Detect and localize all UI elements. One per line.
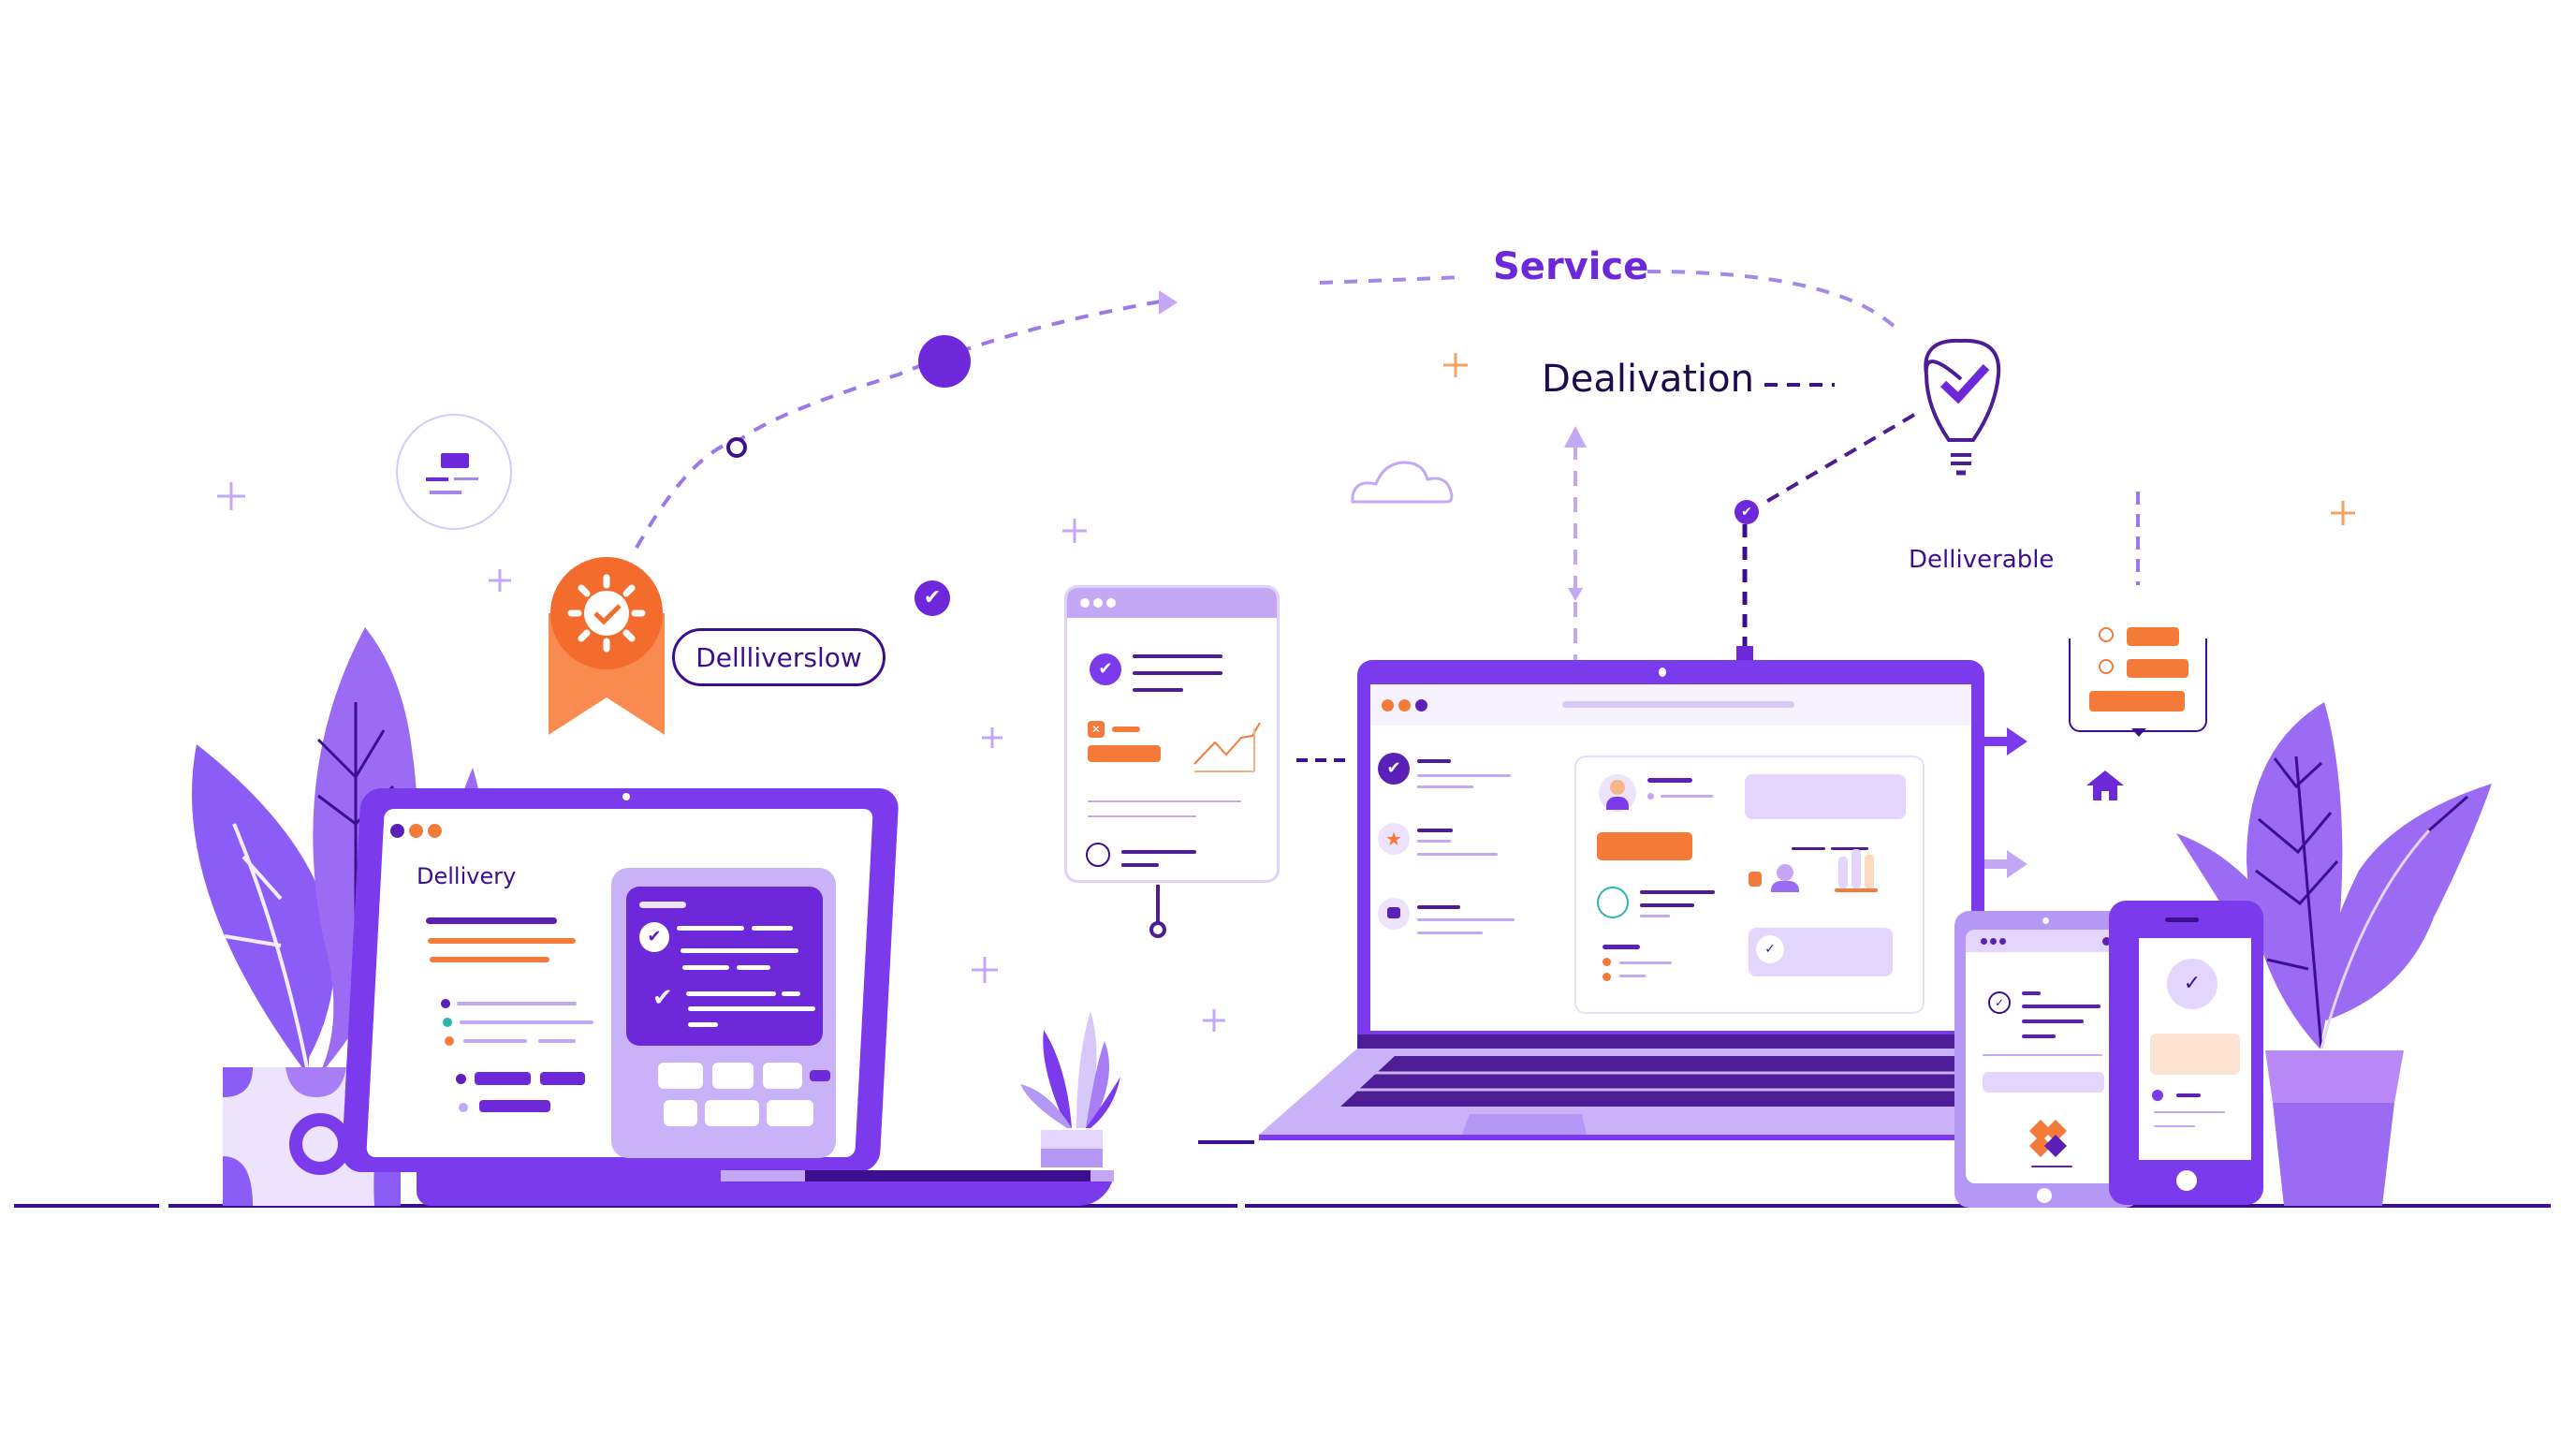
avatar[interactable] (1599, 774, 1636, 812)
sun-check-award-icon (549, 557, 665, 735)
panel-button[interactable] (767, 1100, 813, 1126)
check-icon: ✔ (652, 984, 673, 1012)
home-icon (2086, 770, 2124, 808)
service-label: Service (1493, 245, 1649, 288)
panel-button[interactable] (664, 1100, 697, 1126)
notes-circle-icon (396, 414, 512, 530)
diamonds-logo (2029, 1120, 2067, 1157)
floating-window: ✔ ✕ (1064, 585, 1280, 883)
cloud-outline-icon (1351, 461, 1454, 504)
window-dot (428, 824, 442, 838)
check-circle-icon[interactable]: ✔ (1378, 753, 1410, 785)
tablet-screen: ✓ (1966, 930, 2127, 1183)
status-pill[interactable]: Dellliverslow (672, 628, 886, 686)
window-dot (409, 824, 423, 838)
phone: ✓ (2109, 901, 2263, 1205)
orange-action-button[interactable] (1597, 832, 1692, 860)
briefcase-icon[interactable] (1378, 898, 1410, 930)
panel-button[interactable] (705, 1100, 759, 1126)
phone-screen: ✓ (2139, 938, 2251, 1160)
panel-button[interactable] (658, 1063, 703, 1089)
address-bar[interactable] (1562, 701, 1794, 708)
panel-button[interactable] (810, 1070, 830, 1081)
trend-chart-icon (1193, 722, 1261, 772)
status-pill-label: Dellliverslow (695, 641, 862, 673)
dashboard-card: ✓ (1574, 756, 1925, 1014)
fire-icon (1086, 843, 1110, 867)
check-circle-icon: ✓ (1988, 991, 2011, 1014)
center-laptop-screen: ✔ ★ (1370, 684, 1971, 1031)
left-laptop-title: Dellivery (417, 863, 517, 889)
star-icon[interactable]: ★ (1378, 823, 1410, 855)
left-laptop-panel: ✔ ✔ (611, 868, 836, 1158)
panel-button[interactable] (712, 1063, 754, 1089)
dealivation-label: Dealivation (1542, 358, 1754, 401)
check-circle-icon: ✔ (1090, 653, 1121, 685)
deliverable-label: Delliverable (1909, 546, 2055, 574)
panel-button[interactable] (763, 1063, 802, 1089)
chat-bubble-check-icon: ✔ (915, 580, 950, 616)
center-laptop: ✔ ★ (1357, 660, 1984, 1058)
window-dot (390, 824, 404, 838)
check-circle-icon: ✓ (2167, 959, 2217, 1009)
check-circle-icon: ✔ (639, 922, 669, 952)
left-laptop: Dellivery ✔ ✔ (341, 788, 900, 1181)
check-dot-icon: ✔ (1734, 500, 1759, 524)
